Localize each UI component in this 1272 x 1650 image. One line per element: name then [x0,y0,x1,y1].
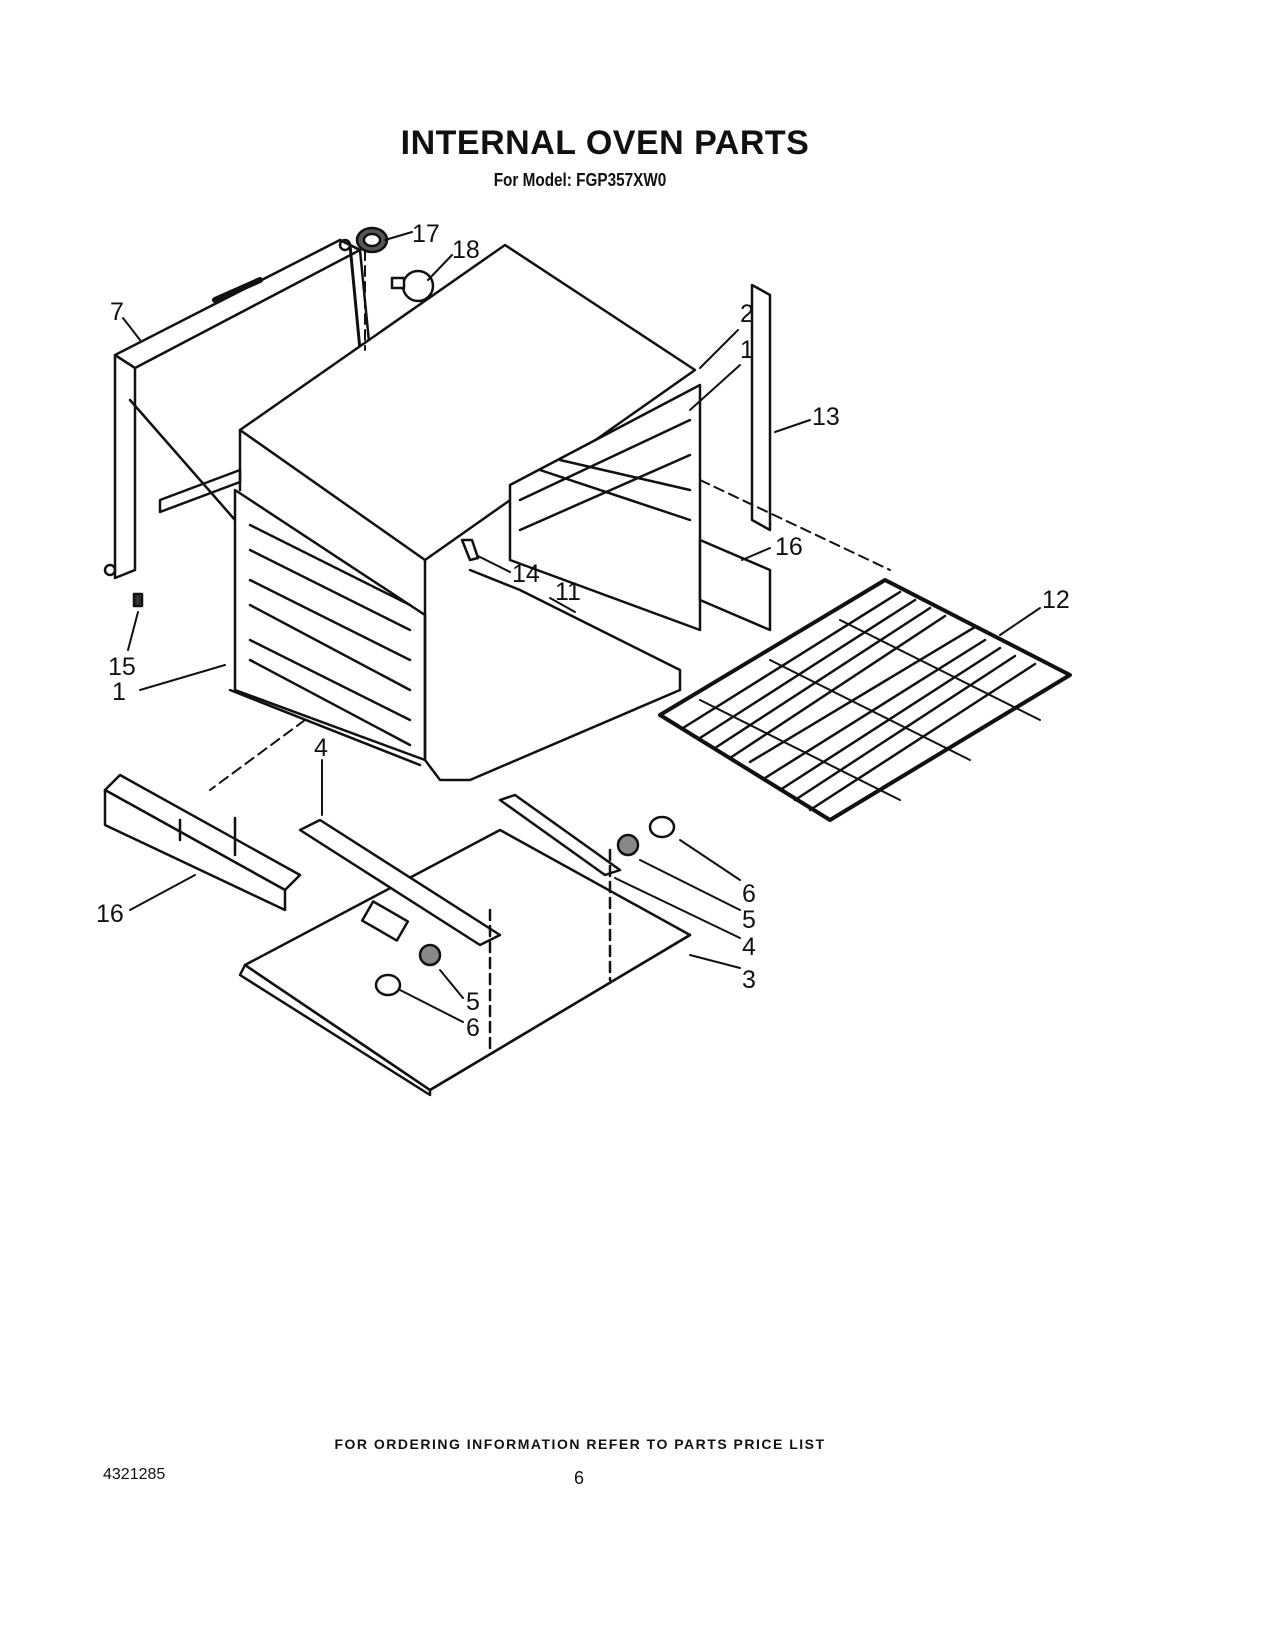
callout-4-upper: 4 [314,734,328,762]
callout-12: 12 [1042,586,1070,614]
callout-1-upper: 1 [740,336,754,364]
callout-16-right: 16 [775,533,803,561]
callout-13: 13 [812,403,840,431]
callout-5-right: 5 [742,906,756,934]
part-4-rails [298,793,622,1052]
part-3-bottom-pan [238,828,692,1097]
callout-2: 2 [740,300,754,328]
callout-18: 18 [452,236,480,264]
callout-4-right: 4 [742,933,756,961]
ordering-info-note: FOR ORDERING INFORMATION REFER TO PARTS … [334,1436,826,1452]
callout-3: 3 [742,966,756,994]
part-12-oven-rack [658,578,1072,822]
part-5-6-burner-knobs [374,815,676,997]
callout-6-right: 6 [742,880,756,908]
part-16-front-trim [103,773,302,912]
part-18-light-bulb [390,269,435,303]
page-title: INTERNAL OVEN PARTS [400,124,810,162]
callout-15: 15 [108,653,136,681]
callout-16-front: 16 [96,900,124,928]
page-number: 6 [574,1468,585,1488]
assembly-lines [209,249,891,791]
part-15-screw [132,592,144,608]
callout-6-left: 6 [466,1014,480,1042]
document-number: 4321285 [103,1466,166,1483]
part-11-oven-cavity [158,243,702,782]
part-16-right-trim [698,538,772,632]
part-17-lamp-socket [355,226,389,254]
callout-5-left: 5 [466,988,480,1016]
part-13-side-strip [750,283,772,532]
callout-17: 17 [412,220,440,248]
callout-14: 14 [512,560,540,588]
callout-leaders [122,231,1041,1023]
callout-7: 7 [110,298,124,326]
callout-1-lower: 1 [112,678,126,706]
model-subtitle: For Model: FGP357XW0 [493,170,667,190]
callout-11: 11 [555,578,581,606]
